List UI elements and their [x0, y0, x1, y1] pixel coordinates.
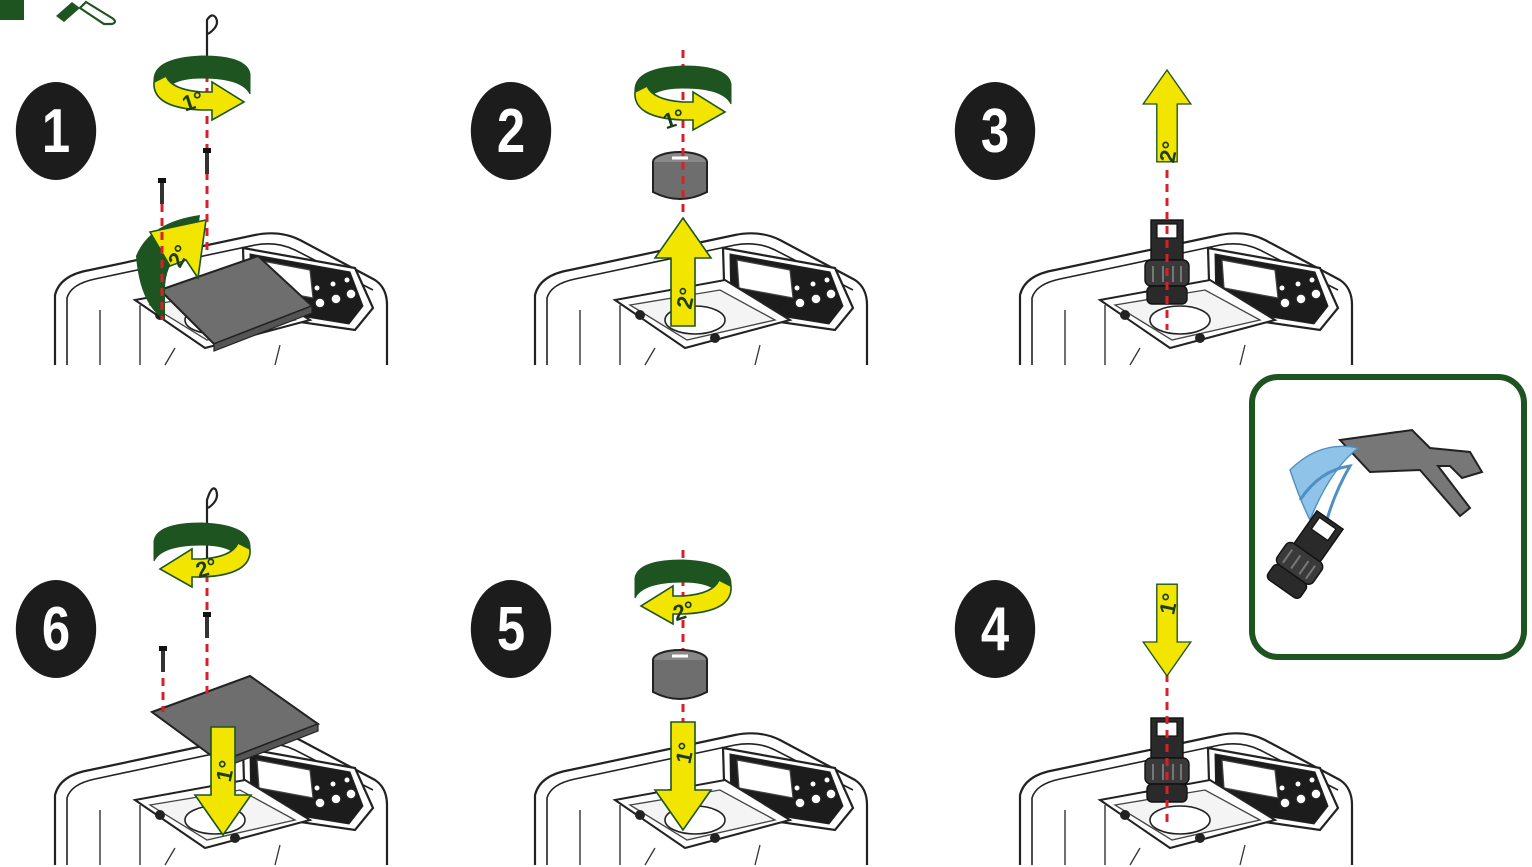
step-3-illustration: 2°	[1020, 70, 1352, 365]
step-1-illustration: 2° 1°	[55, 15, 387, 365]
step-4-label-1st: 1°	[1154, 591, 1183, 617]
step-3-label-2nd: 2°	[1154, 139, 1183, 165]
step-1-label-1st: 1°	[179, 86, 207, 116]
cleaning-inset	[1252, 377, 1524, 657]
step-6-illustration: 2° 1°	[55, 488, 387, 865]
tool-icon	[56, 2, 115, 24]
step-5-illustration: 2° 1°	[535, 550, 867, 865]
step-2-illustration: 1° 2°	[535, 50, 867, 365]
green-square-icon	[0, 0, 24, 20]
